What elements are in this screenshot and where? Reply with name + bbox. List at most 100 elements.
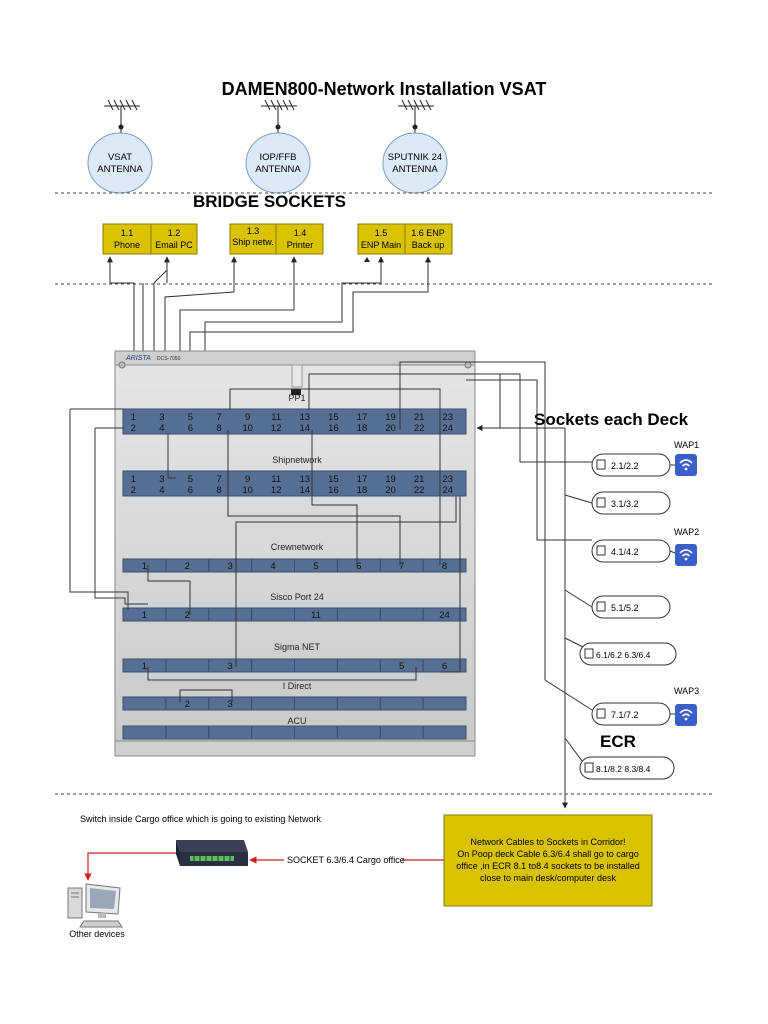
port-cell [422, 607, 467, 622]
port-number: 3 [228, 661, 233, 672]
deck-cables [399, 361, 593, 809]
port-number: 4 [159, 423, 164, 434]
antenna-label-2: IOP/FFB [260, 152, 297, 163]
rack-patch-cables [69, 373, 501, 702]
port-number: 6 [442, 661, 447, 672]
wifi-icon [675, 544, 697, 566]
socket-num: 1.1 [121, 228, 134, 238]
cargo-cables [84, 852, 444, 881]
port-number: 20 [385, 485, 396, 496]
socket-label: Phone [114, 240, 140, 250]
port-number: 16 [328, 423, 339, 434]
port-number: 5 [188, 474, 193, 485]
deck-socket-label: 5.1/5.2 [611, 603, 639, 613]
port-number: 13 [300, 412, 311, 423]
port-number: 6 [188, 485, 193, 496]
antenna-label-3b: ANTENNA [392, 164, 438, 175]
antenna-label-1: VSAT [108, 152, 132, 163]
port-number: 16 [328, 485, 339, 496]
antenna-group: VSAT ANTENNA IOP/FFB ANTENNA [87, 99, 448, 194]
wap-label: WAP3 [674, 686, 699, 696]
deck-socket-8[interactable]: 8.1/8.2 8.3/8.4 [579, 756, 675, 780]
bridge-socket [150, 223, 198, 255]
port-cell [422, 725, 467, 740]
bridge-socket [404, 223, 453, 255]
deck-socket-label: 3.1/3.2 [611, 499, 639, 509]
bridge-sockets: 1.1 Phone 1.2 Email PC 1.3 Ship netw. 1.… [102, 223, 453, 255]
port-number: 7 [399, 561, 404, 572]
port-number: 8 [216, 485, 221, 496]
port-number: 14 [300, 485, 311, 496]
bridge-socket [102, 223, 152, 255]
port-number: 7 [216, 412, 221, 423]
port-number: 24 [439, 610, 450, 621]
wap-label: WAP2 [674, 527, 699, 537]
port-number: 18 [357, 485, 368, 496]
port-number: 9 [245, 474, 250, 485]
sigma-label: Sigma NET [274, 642, 321, 652]
pp1-label: PP1 [288, 393, 305, 403]
port-number: 8 [442, 561, 447, 572]
deck-socket-label: 6.1/6.2 6.3/6.4 [596, 650, 651, 660]
installation-note: Network Cables to Sockets in Corridor! O… [443, 814, 653, 907]
shipnetwork-label: Shipnetwork [272, 455, 322, 465]
deck-socket-4[interactable]: 4.1/4.2 [591, 539, 671, 563]
network-switch-icon [176, 840, 248, 866]
port-number: 5 [313, 561, 318, 572]
acu-ports [122, 725, 467, 740]
port-number: 3 [228, 561, 233, 572]
port-number: 10 [242, 423, 253, 434]
wifi-icon [675, 454, 697, 476]
small-arrow-icon [364, 257, 370, 262]
port-number: 5 [399, 661, 404, 672]
port-number: 15 [328, 412, 339, 423]
port-number: 13 [300, 474, 311, 485]
deck-socket-6[interactable]: 6.1/6.2 6.3/6.4 [579, 642, 677, 666]
computer-icon [67, 883, 123, 928]
page-title: DAMEN800-Network Installation VSAT [222, 79, 547, 99]
deck-socket-3[interactable]: 3.1/3.2 [591, 491, 671, 515]
port-number: 1 [142, 561, 147, 572]
socket-num: 1.4 [294, 228, 307, 238]
socket-num: 1.3 [247, 226, 260, 236]
deck-socket-2[interactable]: 2.1/2.2 [591, 453, 671, 477]
port-number: 18 [357, 423, 368, 434]
port-number: 1 [142, 661, 147, 672]
port-number: 24 [442, 423, 453, 434]
port-number: 20 [385, 423, 396, 434]
ecr-label: ECR [600, 732, 636, 751]
vsat-antenna: VSAT ANTENNA [87, 99, 153, 194]
antenna-label-1b: ANTENNA [97, 164, 143, 175]
acu-label: ACU [287, 716, 306, 726]
port-number: 3 [159, 474, 164, 485]
pp1-panel [122, 408, 467, 435]
port-number: 17 [357, 474, 368, 485]
deck-socket-label: 7.1/7.2 [611, 710, 639, 720]
socket-label: Ship netw. [232, 237, 274, 247]
note-line: Network Cables to Sockets in Corridor! [470, 837, 625, 847]
deck-socket-7[interactable]: 7.1/7.2 [591, 702, 671, 726]
bridge-sockets-heading: BRIDGE SOCKETS [193, 192, 346, 211]
port-number: 1 [131, 412, 136, 423]
idirect-label: I Direct [283, 681, 312, 691]
iop-antenna: IOP/FFB ANTENNA [245, 99, 311, 194]
port-number: 1 [131, 474, 136, 485]
port-number: 4 [159, 485, 164, 496]
cargo-socket-label: SOCKET 6.3/6.4 Cargo office [287, 855, 405, 865]
socket-label: Printer [287, 240, 314, 250]
socket-num: 1.2 [168, 228, 181, 238]
port-cell [422, 696, 467, 711]
port-number: 12 [271, 423, 282, 434]
socket-label: Back up [412, 240, 445, 250]
deck-socket-5[interactable]: 5.1/5.2 [591, 595, 671, 619]
port-cell [422, 558, 467, 573]
port-number: 3 [159, 412, 164, 423]
port-number: 22 [414, 423, 425, 434]
port-number: 5 [188, 412, 193, 423]
socket-num: 1.5 [375, 228, 388, 238]
wifi-icon [675, 704, 697, 726]
